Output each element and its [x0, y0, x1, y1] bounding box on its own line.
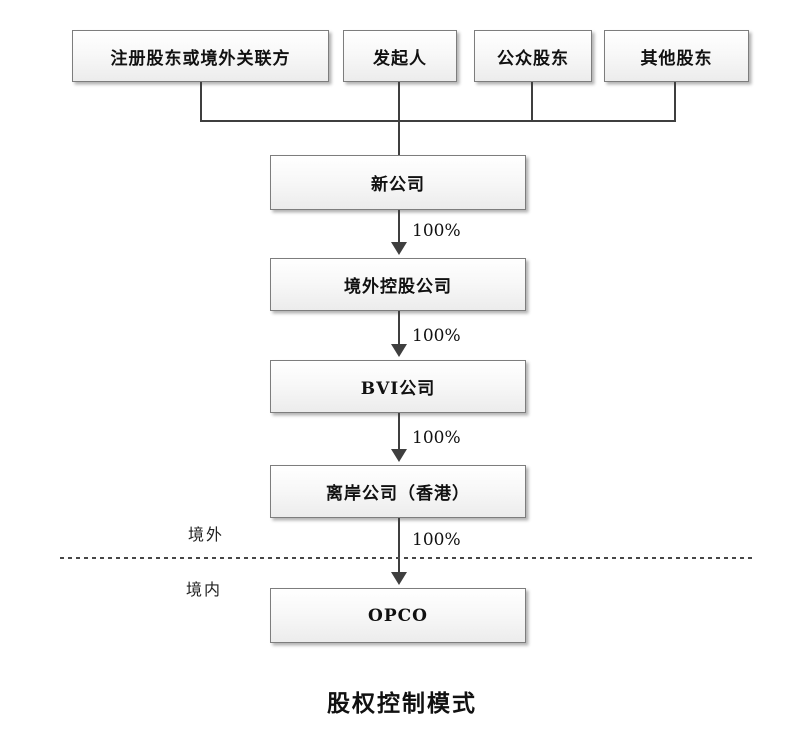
- connector-line: [398, 82, 400, 155]
- region-label-onshore: 境内: [186, 580, 223, 599]
- ownership-percent-label: 100%: [412, 530, 461, 550]
- node-offshore-company-hongkong: 离岸公司（香港）: [270, 465, 526, 518]
- node-other-shareholders: 其他股东: [604, 30, 749, 82]
- region-label-offshore: 境外: [188, 525, 225, 544]
- offshore-onshore-boundary-dashed-line: [60, 557, 754, 559]
- connector-line: [200, 82, 202, 122]
- node-registered-or-overseas-affiliate-shareholders: 注册股东或境外关联方: [72, 30, 329, 82]
- node-promoters: 发起人: [343, 30, 457, 82]
- arrow-line: [398, 210, 400, 244]
- ownership-percent-label: 100%: [412, 326, 461, 346]
- node-overseas-holding-company: 境外控股公司: [270, 258, 526, 311]
- ownership-percent-label: 100%: [412, 428, 461, 448]
- connector-line: [674, 82, 676, 122]
- ownership-percent-label: 100%: [412, 221, 461, 241]
- node-public-shareholders: 公众股东: [474, 30, 592, 82]
- arrow-down-icon: [391, 242, 407, 255]
- node-new-company: 新公司: [270, 155, 526, 210]
- arrow-down-icon: [391, 572, 407, 585]
- diagram-title: 股权控制模式: [327, 690, 477, 717]
- node-bvi-company: BVI公司: [270, 360, 526, 413]
- arrow-down-icon: [391, 449, 407, 462]
- arrow-line: [398, 518, 400, 573]
- node-opco: OPCO: [270, 588, 526, 643]
- connector-line: [531, 82, 533, 122]
- arrow-line: [398, 311, 400, 345]
- arrow-down-icon: [391, 344, 407, 357]
- arrow-line: [398, 413, 400, 449]
- connector-bus-line: [200, 120, 676, 122]
